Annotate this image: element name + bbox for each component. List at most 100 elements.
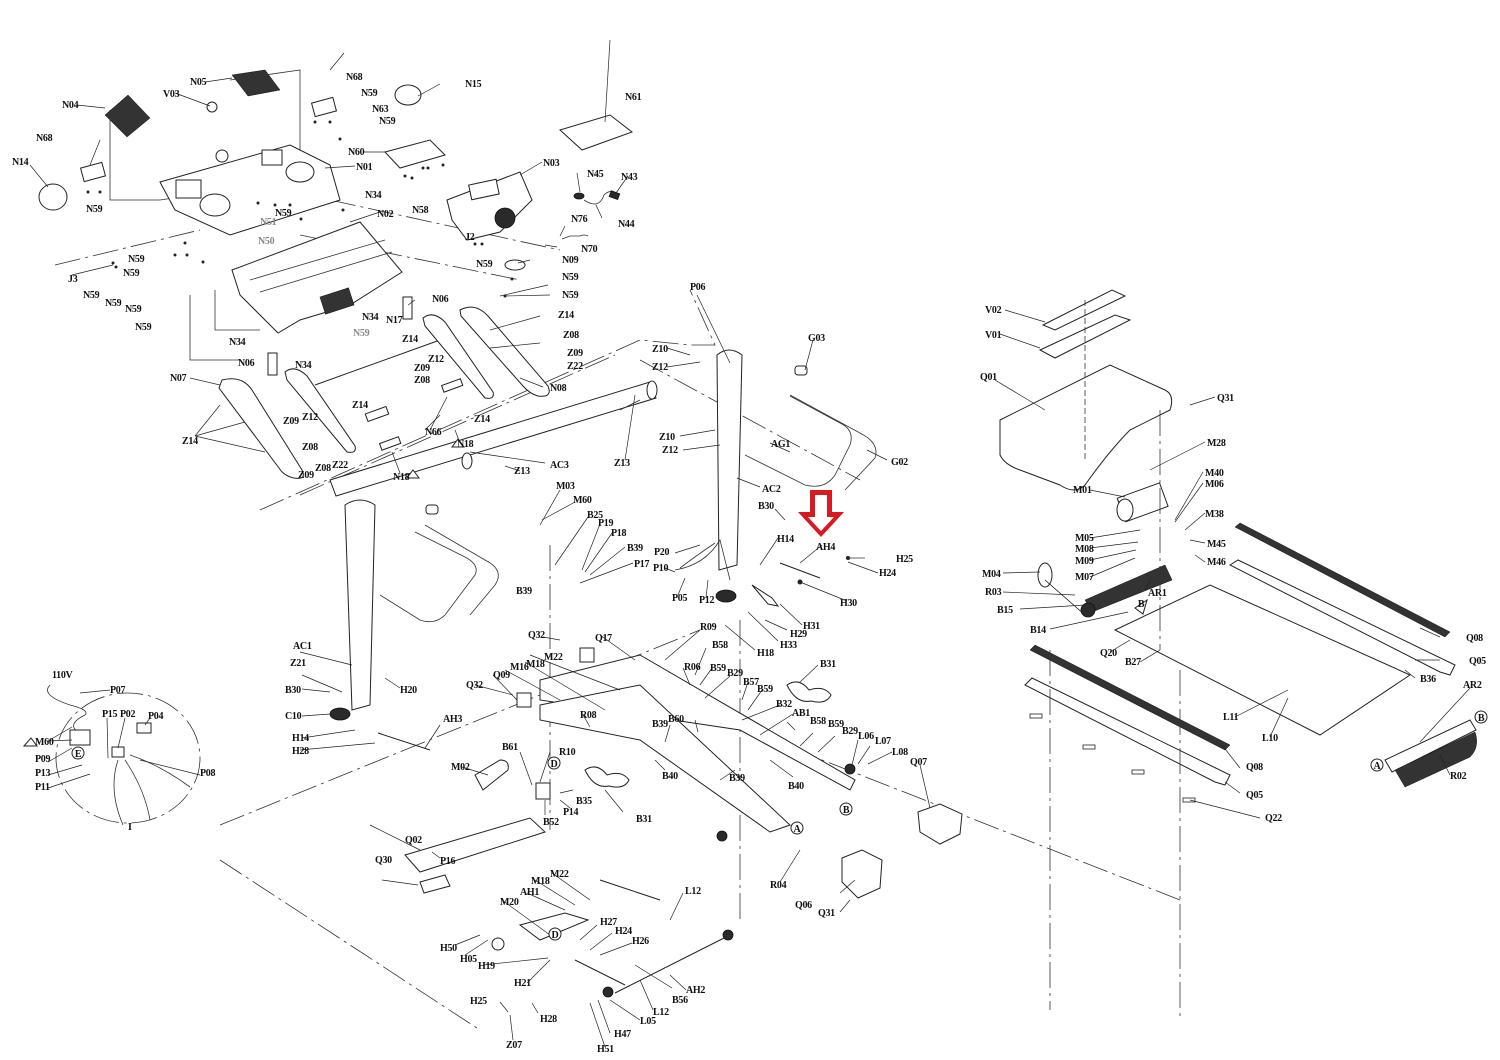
v03-button <box>206 101 218 113</box>
label-q09: Q09 <box>493 670 510 681</box>
n02-console-base <box>231 221 403 334</box>
label-j2: J2 <box>465 232 475 243</box>
label-p02: P02 <box>120 709 136 720</box>
label-m22: M22 <box>544 652 563 663</box>
label-q08: Q08 <box>1246 762 1263 773</box>
label-r02: R02 <box>1450 771 1467 782</box>
label-n06: N06 <box>432 294 449 305</box>
label-q20: Q20 <box>1100 648 1117 659</box>
label-ac3: AC3 <box>550 460 569 471</box>
h31-plate <box>751 584 780 607</box>
label-h19: H19 <box>478 961 495 972</box>
label-m16: M16 <box>510 662 529 673</box>
label-m40: M40 <box>1205 468 1224 479</box>
label-q01: Q01 <box>980 372 997 383</box>
label-n34: N34 <box>365 190 382 201</box>
label-z09: Z09 <box>567 348 583 359</box>
label-r09: R09 <box>700 622 717 633</box>
label-b31: B31 <box>820 659 836 670</box>
label-z14: Z14 <box>352 400 368 411</box>
label-n34: N34 <box>229 337 246 348</box>
label-n59: N59 <box>379 116 396 127</box>
label-r08: R08 <box>580 710 597 721</box>
svg-text:B: B <box>843 805 850 816</box>
label-z12: Z12 <box>302 412 318 423</box>
label-voltage: 110V <box>52 670 74 681</box>
b27-deck <box>1113 584 1412 736</box>
n07-handrail <box>218 378 304 479</box>
label-h20: H20 <box>400 685 417 696</box>
label-p13: P13 <box>35 768 51 779</box>
l06-wheel <box>844 763 856 775</box>
label-p11: P11 <box>35 782 50 793</box>
label-n59: N59 <box>275 208 292 219</box>
m02-lift-motor <box>474 759 509 791</box>
n15-cup <box>394 84 422 106</box>
label-q06: Q06 <box>795 900 812 911</box>
label-q02: Q02 <box>405 835 422 846</box>
n09-fan <box>504 259 526 271</box>
label-m28: M28 <box>1207 438 1226 449</box>
label-h18: H18 <box>757 648 774 659</box>
label-n59: N59 <box>476 259 493 270</box>
label-m60: M60 <box>573 495 592 506</box>
label-l12: L12 <box>653 1007 669 1018</box>
reference-callouts: A A B B B D D E I <box>22 438 1488 941</box>
label-l10: L10 <box>1262 733 1278 744</box>
label-n58: N58 <box>412 205 429 216</box>
label-h24: H24 <box>879 568 896 579</box>
label-h28: H28 <box>292 746 309 757</box>
label-z22: Z22 <box>567 361 583 372</box>
label-z12: Z12 <box>428 354 444 365</box>
label-b60: B60 <box>668 714 684 725</box>
ag1-handle <box>744 395 852 487</box>
label-c10: C10 <box>285 711 302 722</box>
label-p10: P10 <box>653 563 669 574</box>
label-h50: H50 <box>440 943 457 954</box>
label-b32: B32 <box>776 699 792 710</box>
label-h31: H31 <box>803 621 820 632</box>
label-n44: N44 <box>618 219 635 230</box>
q08-rail-strip <box>1234 522 1451 638</box>
label-n60: N60 <box>348 147 365 158</box>
g02-handle <box>789 394 877 491</box>
label-b25: B25 <box>587 510 603 521</box>
n06-cap <box>402 296 413 320</box>
label-n59: N59 <box>562 290 579 301</box>
q02-tray <box>404 817 546 873</box>
n18-bracket <box>378 436 402 451</box>
label-l11: L11 <box>1223 712 1239 723</box>
label-h25: H25 <box>470 996 487 1007</box>
label-b27: B27 <box>1125 657 1141 668</box>
label-l05: L05 <box>640 1016 656 1027</box>
q07-end-cap <box>917 803 963 845</box>
label-z08: Z08 <box>302 442 318 453</box>
label-l08: L08 <box>892 747 908 758</box>
label-n34: N34 <box>295 360 312 371</box>
q09-block <box>516 692 532 708</box>
label-n61: N61 <box>625 92 642 103</box>
label-h33: H33 <box>780 640 797 651</box>
n01-console-top <box>159 144 341 236</box>
label-b35: B35 <box>576 796 592 807</box>
label-ac2: AC2 <box>762 484 781 495</box>
label-g03: G03 <box>808 333 825 344</box>
warning-triangle <box>451 438 465 448</box>
label-b31: B31 <box>636 814 652 825</box>
label-h21: H21 <box>514 978 531 989</box>
callout-A: A <box>790 821 804 835</box>
svg-text:B: B <box>1138 599 1145 610</box>
callout-B: B <box>839 802 853 816</box>
warning-triangle <box>22 737 38 747</box>
console-assembly <box>38 69 634 386</box>
callout-I: I <box>128 822 132 833</box>
c10-sensor <box>329 707 351 721</box>
highlight-arrow-icon <box>798 490 844 537</box>
label-m03: M03 <box>556 481 575 492</box>
label-z14: Z14 <box>402 334 418 345</box>
label-n59: N59 <box>361 88 378 99</box>
label-b59: B59 <box>710 663 726 674</box>
label-m45: M45 <box>1207 539 1226 550</box>
label-b59: B59 <box>828 719 844 730</box>
